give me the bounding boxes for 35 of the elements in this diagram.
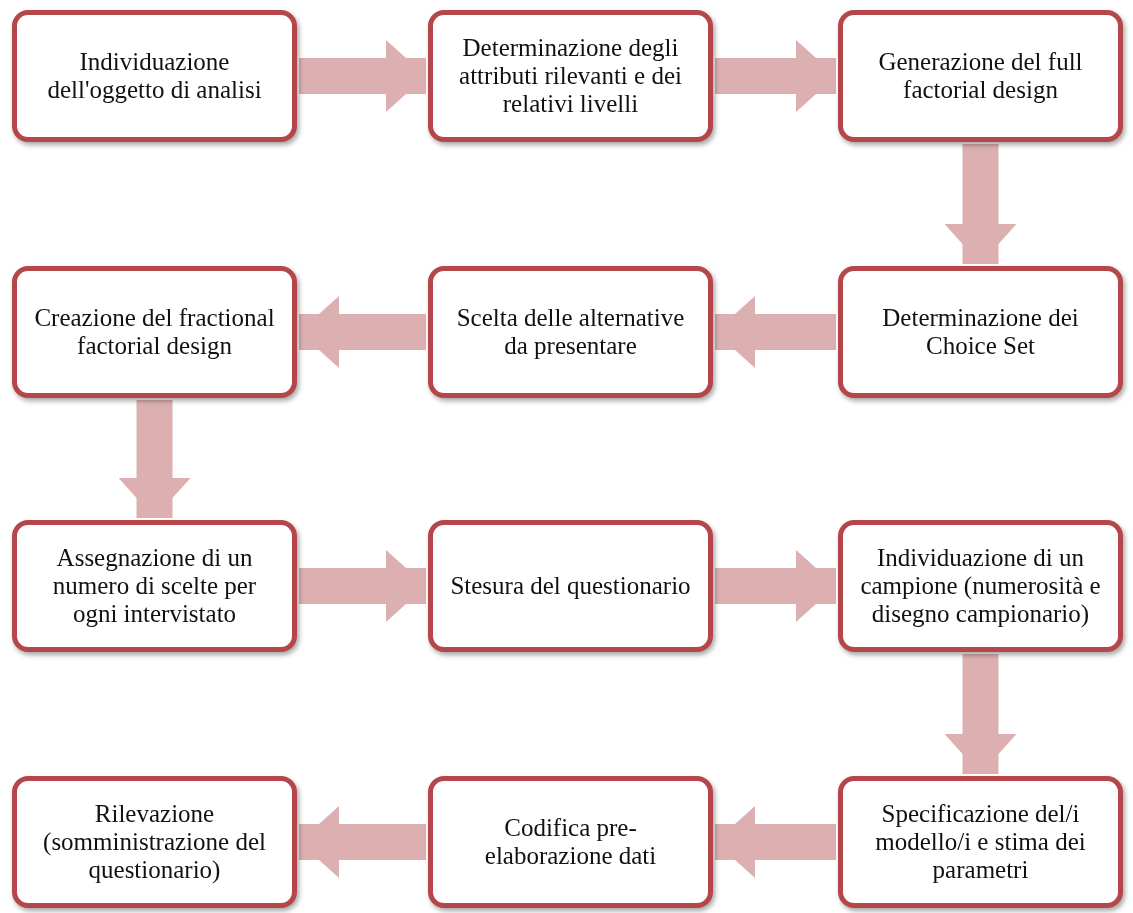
process-box bbox=[838, 776, 1123, 908]
block-arrow bbox=[715, 806, 836, 878]
block-arrow bbox=[299, 40, 426, 112]
block-arrow bbox=[715, 550, 836, 622]
step-text: Assegnazione di un numero di scelte per ogni intervistato bbox=[51, 544, 258, 628]
step-text: Stesura del questionario bbox=[450, 572, 691, 600]
block-arrow bbox=[118, 400, 191, 518]
step-text: Codifica pre-elaborazione dati bbox=[483, 814, 658, 870]
process-box bbox=[12, 266, 297, 398]
process-box bbox=[428, 776, 713, 908]
step-text: Rilevazione (somministrazione del questionario) bbox=[42, 800, 267, 884]
process-box bbox=[428, 10, 713, 142]
process-box bbox=[12, 776, 297, 908]
block-arrow bbox=[299, 550, 426, 622]
process-box bbox=[428, 266, 713, 398]
block-arrow bbox=[299, 296, 426, 368]
step-text: Determinazione degli attributi rilevanti e dei relativi livelli bbox=[458, 34, 683, 118]
step-text: Generazione del full factorial design bbox=[877, 48, 1084, 104]
step-text: Scelta delle alternative da presentare bbox=[455, 304, 686, 360]
process-box bbox=[12, 520, 297, 652]
process-box bbox=[838, 520, 1123, 652]
process-box bbox=[838, 266, 1123, 398]
block-arrow bbox=[715, 296, 836, 368]
step-text: Creazione del fractional factorial design bbox=[33, 304, 276, 360]
block-arrow bbox=[299, 806, 426, 878]
process-box bbox=[838, 10, 1123, 142]
block-arrow bbox=[944, 654, 1017, 774]
process-box bbox=[12, 10, 297, 142]
block-arrow bbox=[944, 144, 1017, 264]
step-text: Determinazione dei Choice Set bbox=[881, 304, 1080, 360]
step-text: Individuazione di un campione (numerosità e disegno campionario) bbox=[859, 544, 1102, 628]
process-box bbox=[428, 520, 713, 652]
step-text: Specificazione del/i modello/i e stima dei parametri bbox=[874, 800, 1087, 884]
block-arrow bbox=[715, 40, 836, 112]
step-text: Individuazione dell'oggetto di analisi bbox=[46, 48, 263, 104]
